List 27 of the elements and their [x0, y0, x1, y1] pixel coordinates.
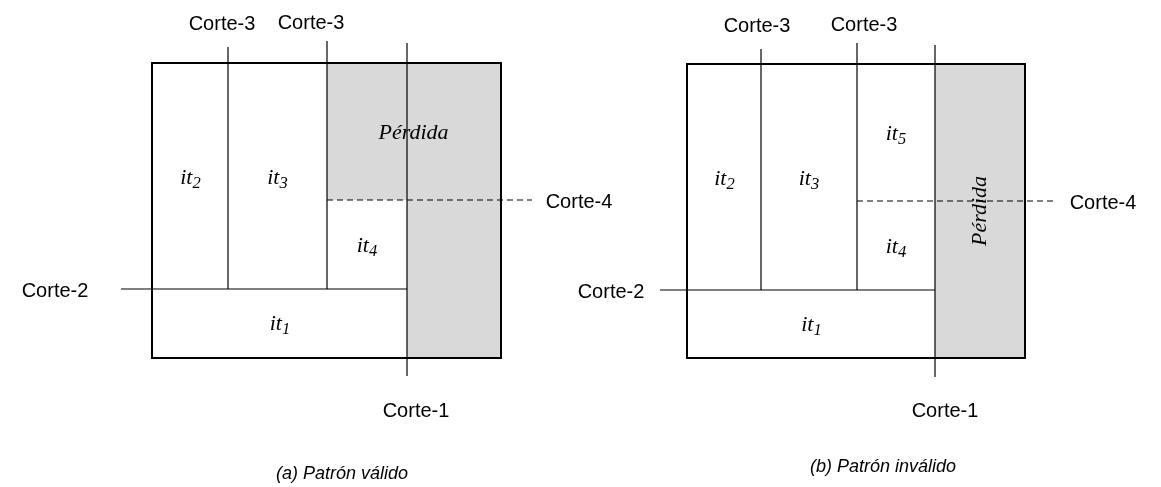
figure-caption: (a) Patrón válido — [275, 464, 409, 482]
cut-label: Corte-1 — [382, 400, 450, 420]
item-label: it$_{1}$ — [801, 312, 822, 335]
waste-region — [327, 64, 500, 200]
cut-label: Corte-3 — [277, 12, 345, 32]
cut-label: Corte-1 — [911, 400, 979, 420]
item-label: it$_{4}$ — [885, 234, 907, 257]
waste-region — [935, 65, 1024, 357]
cut-label: Corte-2 — [577, 281, 645, 301]
item-label: it$_{3}$ — [798, 166, 820, 189]
sheet-outline — [151, 62, 502, 359]
item-label: it$_{3}$ — [267, 165, 288, 188]
cut-label: Corte-4 — [1069, 192, 1137, 212]
item-label: it$_{2}$ — [714, 166, 735, 189]
waste-region — [407, 200, 500, 357]
item-label: it$_{5}$ — [885, 122, 907, 144]
item-label: it$_{1}$ — [269, 312, 291, 334]
cut-label: Corte-4 — [545, 191, 613, 211]
figure-caption: (b) Patrón inválido — [809, 457, 957, 475]
item-label: it$_{2}$ — [180, 165, 201, 188]
item-label: it$_{4}$ — [356, 233, 378, 256]
cut-label: Corte-3 — [188, 13, 256, 33]
cut-label: Corte-2 — [21, 280, 89, 300]
cut-label: Corte-3 — [830, 14, 898, 34]
sheet-outline — [686, 63, 1026, 359]
cut-label: Corte-3 — [723, 15, 791, 35]
waste-label: Pérdida — [968, 175, 991, 247]
